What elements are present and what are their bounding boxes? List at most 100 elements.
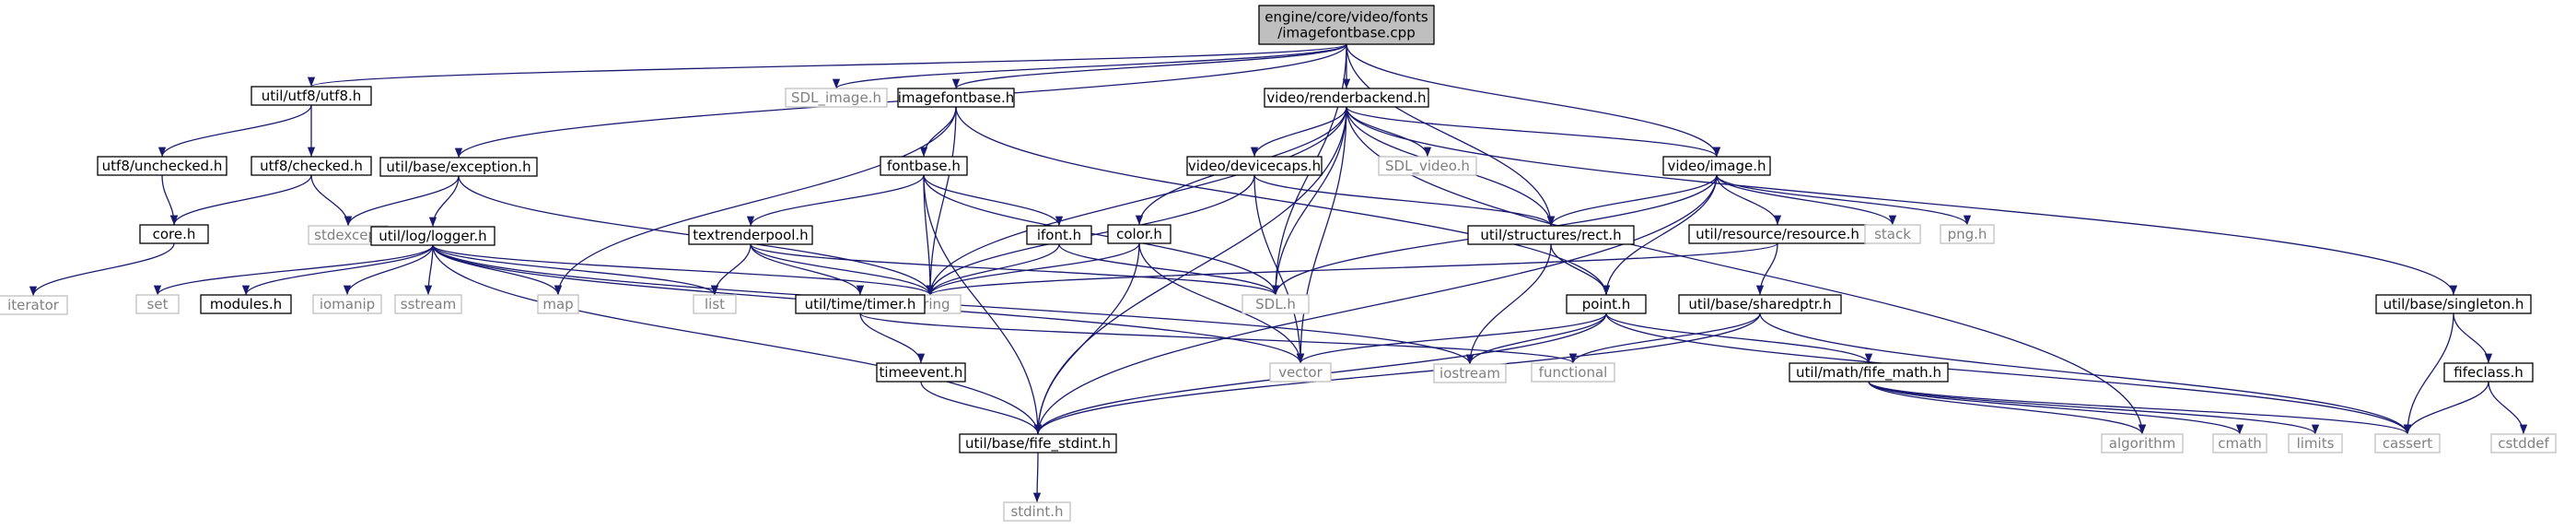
node-imagefontbase-box [897, 88, 1015, 108]
node-rect-box [1467, 225, 1635, 245]
node-resource-label: util/resource/resource.h [1696, 226, 1859, 242]
edge-fife_math-to-cmath [1868, 381, 2244, 435]
edge-root-to-rect [1346, 43, 1556, 227]
node-root-label: engine/core/video/fonts [1265, 9, 1428, 26]
node-logger[interactable]: util/log/logger.h [370, 226, 495, 246]
node-checked-label: utf8/checked.h [260, 158, 363, 174]
node-timeevent[interactable]: timeevent.h [876, 362, 966, 383]
node-stdint-label: stdint.h [1010, 503, 1063, 520]
node-vector-label: vector [1278, 364, 1323, 381]
node-devicecaps-label: video/devicecaps.h [1188, 158, 1321, 174]
node-rect[interactable]: util/structures/rect.h [1467, 225, 1635, 245]
node-point[interactable]: point.h [1566, 294, 1647, 314]
edge-imagefontbase-to-string [926, 106, 957, 296]
node-sdl_image-label: SDL_image.h [791, 89, 881, 107]
edge-unchecked-to-core [161, 174, 179, 226]
node-modules-box [200, 294, 292, 314]
node-renderbackend[interactable]: video/renderbackend.h [1264, 88, 1429, 108]
edge-renderbackend-to-devicecaps [1250, 106, 1347, 158]
node-unchecked[interactable]: utf8/unchecked.h [97, 156, 227, 176]
edge-imagefontbase-to-fontbase [919, 106, 957, 158]
edge-point-to-cassert [1605, 312, 2412, 435]
node-stack-box [1864, 224, 1921, 244]
node-iterator: iterator [0, 295, 68, 315]
node-singleton[interactable]: util/base/singleton.h [2375, 294, 2532, 314]
node-functional-box [1531, 362, 1615, 383]
node-sdl_image: SDL_image.h [785, 88, 888, 108]
node-imagefontbase[interactable]: imagefontbase.h [897, 88, 1015, 108]
edge-renderbackend-to-sdl_video [1346, 106, 1432, 158]
edge-image-to-point [1602, 174, 1718, 296]
edge-logger-to-list [432, 244, 719, 296]
node-exception-box [379, 157, 538, 177]
edge-timeevent-to-fife_stdint [920, 381, 1043, 435]
edge-root-to-utf8 [308, 43, 1347, 88]
edge-renderbackend-to-image [1346, 106, 1720, 158]
edge-utf8-to-unchecked [157, 104, 312, 158]
edge-image-to-resource [1716, 174, 1782, 226]
node-iterator-label: iterator [7, 297, 60, 313]
node-color[interactable]: color.h [1107, 224, 1171, 244]
node-iterator-box [0, 295, 68, 315]
node-image[interactable]: video/image.h [1662, 156, 1771, 176]
node-utf8-box [251, 86, 372, 106]
node-fifeclass[interactable]: fifeclass.h [2443, 362, 2534, 383]
edge-sharedptr-to-cassert [1759, 312, 2412, 435]
node-timer[interactable]: util/time/timer.h [795, 294, 926, 314]
node-stack: stack [1864, 224, 1921, 244]
node-stdint-box [1003, 501, 1071, 522]
node-stack-label: stack [1874, 226, 1911, 242]
node-fife_stdint[interactable]: util/base/fife_stdint.h [959, 433, 1117, 453]
node-sdl_video-box [1378, 156, 1477, 176]
node-sharedptr[interactable]: util/base/sharedptr.h [1678, 294, 1842, 314]
edge-fifeclass-to-cstddef [2488, 381, 2528, 435]
node-image-label: video/image.h [1667, 158, 1766, 174]
node-cmath-label: cmath [2218, 435, 2261, 452]
edge-ifont-to-sdl_h [1058, 243, 1280, 296]
node-utf8[interactable]: util/utf8/utf8.h [251, 86, 372, 106]
node-textrenderpool[interactable]: textrenderpool.h [688, 225, 813, 245]
node-list-label: list [705, 296, 725, 312]
node-devicecaps[interactable]: video/devicecaps.h [1186, 156, 1323, 176]
node-logger-label: util/log/logger.h [379, 228, 486, 244]
edge-logger-to-modules [241, 244, 434, 296]
node-list: list [693, 294, 737, 314]
node-set-label: set [147, 296, 169, 312]
edge-image-to-png [1716, 174, 1972, 226]
node-devicecaps-box [1186, 156, 1323, 176]
edge-textrenderpool-to-sdl_h [750, 243, 1279, 296]
node-exception-label: util/base/exception.h [386, 159, 530, 175]
node-root[interactable]: engine/core/video/fonts/imagefontbase.cp… [1258, 5, 1435, 45]
node-fife_math[interactable]: util/math/fife_math.h [1789, 362, 1949, 383]
edge-renderbackend-to-algorithm [1346, 106, 2147, 435]
edge-logger-to-fife_stdint [432, 244, 1043, 435]
edge-renderbackend-to-singleton [1346, 106, 2458, 296]
node-fontbase[interactable]: fontbase.h [880, 156, 968, 176]
node-modules[interactable]: modules.h [200, 294, 292, 314]
node-functional: functional [1531, 362, 1615, 383]
node-color-box [1107, 224, 1171, 244]
node-renderbackend-box [1264, 88, 1429, 108]
node-textrenderpool-label: textrenderpool.h [693, 227, 808, 243]
node-core-label: core.h [153, 226, 196, 242]
node-exception[interactable]: util/base/exception.h [379, 157, 538, 177]
node-algorithm-label: algorithm [2109, 435, 2175, 452]
edge-exception-to-stdexcept [344, 175, 460, 227]
node-sharedptr-label: util/base/sharedptr.h [1688, 296, 1831, 312]
node-iomanip-label: iomanip [320, 296, 375, 312]
node-core[interactable]: core.h [139, 224, 209, 244]
edge-logger-to-iomanip [343, 244, 434, 296]
node-resource[interactable]: util/resource/resource.h [1688, 224, 1867, 244]
edge-renderbackend-to-sdl_h [1271, 106, 1347, 296]
node-fifeclass-label: fifeclass.h [2454, 364, 2523, 381]
node-ifont[interactable]: ifont.h [1026, 225, 1092, 245]
node-iomanip-box [312, 294, 382, 314]
edge-fontbase-to-ifont [923, 174, 1064, 227]
node-checked[interactable]: utf8/checked.h [251, 156, 372, 176]
edge-imagefontbase-to-map [554, 106, 957, 296]
node-fife_math-label: util/math/fife_math.h [1796, 364, 1941, 382]
node-iomanip: iomanip [312, 294, 382, 314]
node-iostream-box [1433, 363, 1507, 383]
node-utf8-label: util/utf8/utf8.h [262, 88, 362, 104]
node-cassert: cassert [2374, 433, 2441, 453]
